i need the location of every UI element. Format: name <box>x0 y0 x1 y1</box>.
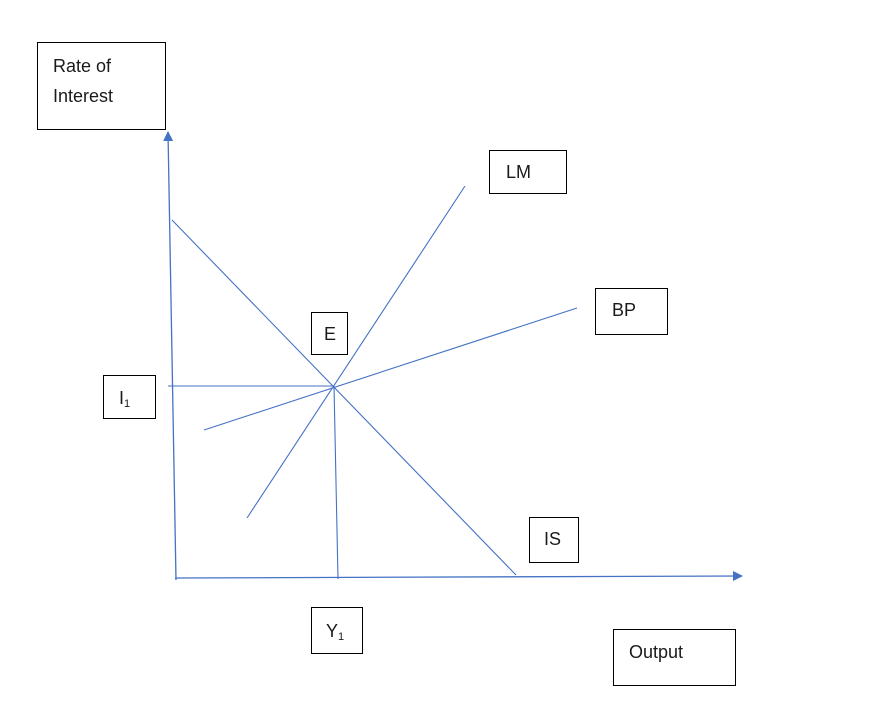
y-axis-label: Rate of Interest <box>37 42 166 130</box>
y-axis-label-line-1: Rate of <box>53 56 112 76</box>
is-curve <box>171 219 517 576</box>
x-axis-label: Output <box>613 629 736 686</box>
output-level-subscript: 1 <box>338 631 345 643</box>
is-label: IS <box>529 517 579 563</box>
bp-curve <box>203 307 578 431</box>
bp-label-text: BP <box>612 300 637 320</box>
y-axis <box>163 131 177 581</box>
x-axis <box>174 571 743 582</box>
equilibrium-label: E <box>311 312 348 355</box>
interest-level-label: I1 <box>103 375 156 419</box>
interest-level-base: I <box>119 388 125 408</box>
lm-label-text: LM <box>506 162 532 182</box>
bp-label: BP <box>595 288 668 335</box>
y-axis-label-line-2: Interest <box>53 86 114 106</box>
x-axis-label-text: Output <box>629 642 684 662</box>
output-guide-line <box>333 385 339 580</box>
interest-level-subscript: 1 <box>124 398 131 410</box>
is-label-text: IS <box>544 529 562 549</box>
lm-curve <box>246 185 466 519</box>
output-level-base: Y <box>326 621 339 641</box>
lm-label: LM <box>489 150 567 194</box>
output-level-label: Y1 <box>311 607 363 654</box>
equilibrium-label-text: E <box>324 324 337 344</box>
